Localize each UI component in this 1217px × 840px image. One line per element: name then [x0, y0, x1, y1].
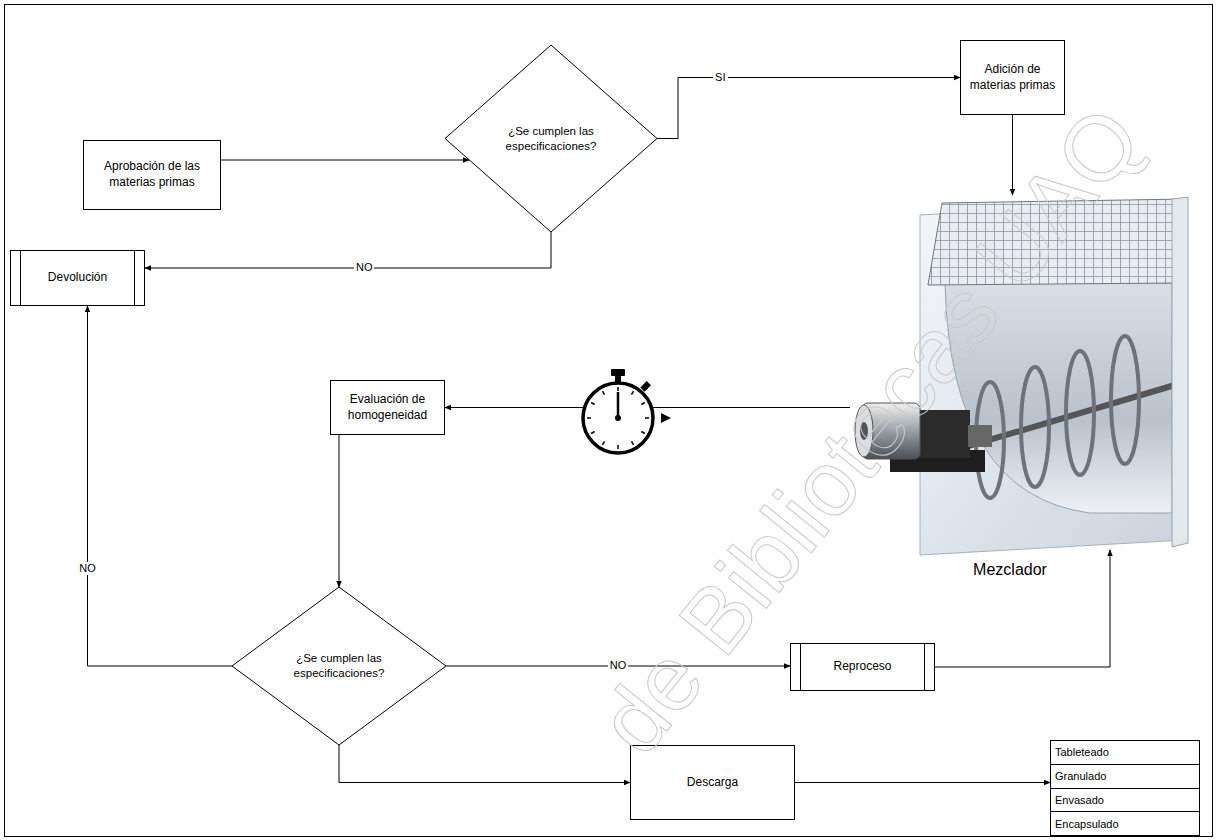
subprocess-bar: [134, 251, 135, 305]
connector: [795, 782, 1050, 783]
diamond-outline: [445, 45, 657, 232]
connector: [339, 435, 340, 587]
decision-diamond: ¿Se cumplen las especificaciones?: [232, 587, 446, 745]
subprocess-box: Reproceso: [790, 643, 935, 691]
process-box: Adición de materias primas: [960, 40, 1065, 115]
process-box: Aprobación de las materias primas: [83, 140, 221, 210]
subprocess-bar: [800, 644, 801, 690]
table-cell: Envasado: [1051, 788, 1199, 812]
connector: [88, 306, 233, 666]
node-text: Mezclador: [930, 561, 1090, 579]
table-cell: Granulado: [1051, 764, 1199, 788]
connector: [339, 745, 630, 783]
table-cell: Encapsulado: [1051, 811, 1199, 835]
edge-label: NO: [77, 562, 98, 575]
connector: [657, 78, 960, 139]
node-text: Evaluación de homogeneidad: [337, 392, 438, 423]
page-frame: [5, 5, 1213, 837]
process-box: Evaluación de homogeneidad: [330, 380, 445, 435]
connector: [221, 160, 469, 161]
decision-diamond: ¿Se cumplen las especificaciones?: [445, 45, 657, 232]
output-table: TableteadoGranuladoEnvasadoEncapsulado: [1050, 740, 1200, 836]
diamond-outline: [232, 587, 446, 745]
node-text: ¿Se cumplen las especificaciones?: [279, 651, 399, 681]
edge-label: NO: [354, 261, 375, 274]
node-text: Aprobación de las materias primas: [90, 159, 214, 190]
table-cell: Tableteado: [1051, 741, 1199, 764]
subprocess-box: Devolución: [10, 250, 145, 306]
node-text: Adición de materias primas: [967, 62, 1058, 93]
node-text: Devolución: [48, 270, 107, 286]
node-text: Reproceso: [833, 659, 891, 675]
subprocess-bar: [924, 644, 925, 690]
subprocess-bar: [20, 251, 21, 305]
edge-label: NO: [608, 659, 629, 672]
node-text: ¿Se cumplen las especificaciones?: [492, 124, 611, 154]
edge-label: SI: [713, 71, 727, 84]
node-text: Descarga: [687, 775, 738, 791]
stopwatch-symbol: [583, 369, 671, 453]
connector: [145, 232, 551, 268]
